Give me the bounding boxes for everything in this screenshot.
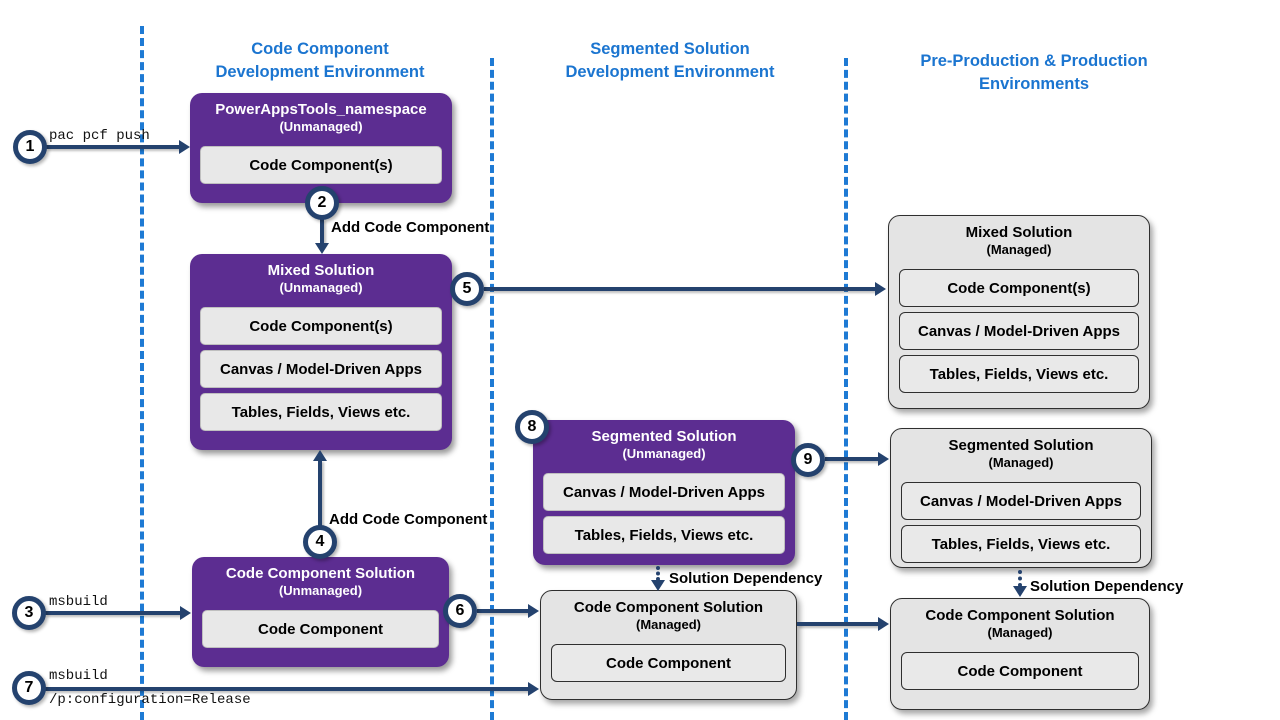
solution-dependency-arrow-right-line: [1018, 570, 1022, 587]
label-pac-pcf-push: pac pcf push: [49, 128, 150, 144]
header-code-component-dev-env: Code Component Development Environment: [170, 38, 470, 84]
solution-dependency-arrow-mid-head: [651, 580, 665, 591]
box-title: Code Component Solution: [225, 565, 416, 582]
box-subtitle: (Unmanaged): [278, 583, 363, 598]
box-item-canvas-model-driven-apps: Canvas / Model-Driven Apps: [543, 473, 785, 511]
solution-dependency-arrow-mid-line: [656, 566, 660, 581]
header-line: Environments: [978, 75, 1090, 93]
box-item-code-components: Code Component(s): [200, 146, 442, 184]
arrow-mid-to-right-managed-head: [878, 617, 889, 631]
column-divider-2: [490, 58, 494, 720]
powerappstools-namespace-box: PowerAppsTools_namespace (Unmanaged) Cod…: [190, 93, 452, 203]
box-title: Segmented Solution: [948, 437, 1094, 454]
box-subtitle: (Managed): [987, 625, 1053, 640]
arrow-step3-head: [180, 606, 191, 620]
label-msbuild-release-line1: msbuild: [49, 668, 108, 684]
arrow-step5-head: [875, 282, 886, 296]
box-item-tables-fields-views: Tables, Fields, Views etc.: [899, 355, 1139, 393]
step-circle-7: 7: [12, 671, 46, 705]
box-subtitle: (Unmanaged): [622, 446, 706, 461]
arrow-step7-head: [528, 682, 539, 696]
box-subtitle: (Managed): [988, 455, 1054, 470]
step-circle-9: 9: [791, 443, 825, 477]
solution-dependency-arrow-right-head: [1013, 586, 1027, 597]
step-circle-3: 3: [12, 596, 46, 630]
box-title: Mixed Solution: [267, 262, 375, 279]
box-item-tables-fields-views: Tables, Fields, Views etc.: [200, 393, 442, 431]
box-item-code-component: Code Component: [202, 610, 439, 648]
arrow-step9-line: [825, 457, 879, 461]
box-item-code-component: Code Component: [551, 644, 786, 682]
box-item-canvas-model-driven-apps: Canvas / Model-Driven Apps: [901, 482, 1141, 520]
arrow-mid-to-right-managed-line: [797, 622, 879, 626]
box-subtitle: (Unmanaged): [279, 280, 363, 295]
step-circle-2: 2: [305, 186, 339, 220]
arrow-step6-head: [528, 604, 539, 618]
arrow-step7-line: [45, 687, 529, 691]
header-line: Segmented Solution: [590, 40, 750, 58]
box-title: PowerAppsTools_namespace: [215, 101, 427, 118]
column-divider-3: [844, 58, 848, 720]
segmented-solution-managed-box: Segmented Solution (Managed) Canvas / Mo…: [890, 428, 1152, 568]
mixed-solution-managed-box: Mixed Solution (Managed) Code Component(…: [888, 215, 1150, 409]
box-item-code-components: Code Component(s): [200, 307, 442, 345]
label-msbuild: msbuild: [49, 594, 108, 610]
step-circle-5: 5: [450, 272, 484, 306]
step-circle-8: 8: [515, 410, 549, 444]
code-component-solution-unmanaged-box: Code Component Solution (Unmanaged) Code…: [192, 557, 449, 667]
arrow-step5-line: [484, 287, 876, 291]
box-title: Code Component Solution: [925, 607, 1115, 624]
header-line: Pre-Production & Production: [920, 52, 1148, 70]
column-divider-1: [140, 26, 144, 720]
code-component-solution-managed-box-middle: Code Component Solution (Managed) Code C…: [540, 590, 797, 700]
label-msbuild-release-line2: /p:configuration=Release: [49, 692, 251, 708]
label-solution-dependency-mid: Solution Dependency: [669, 570, 823, 587]
box-item-code-component: Code Component: [901, 652, 1139, 690]
arrow-step3-line: [45, 611, 181, 615]
arrow-step2-head: [315, 243, 329, 254]
mixed-solution-unmanaged-box: Mixed Solution (Unmanaged) Code Componen…: [190, 254, 452, 450]
box-item-tables-fields-views: Tables, Fields, Views etc.: [543, 516, 785, 554]
label-add-code-component-top: Add Code Component: [331, 219, 490, 236]
label-solution-dependency-right: Solution Dependency: [1030, 578, 1184, 595]
header-line: Development Environment: [565, 63, 775, 81]
header-segmented-solution-dev-env: Segmented Solution Development Environme…: [520, 38, 820, 84]
label-add-code-component-bottom: Add Code Component: [329, 511, 488, 528]
code-component-solution-managed-box-right: Code Component Solution (Managed) Code C…: [890, 598, 1150, 710]
step-circle-4: 4: [303, 525, 337, 559]
box-title: Mixed Solution: [965, 224, 1073, 241]
arrow-step4-line: [318, 460, 322, 526]
arrow-step9-head: [878, 452, 889, 466]
arrow-step4-head: [313, 450, 327, 461]
segmented-solution-unmanaged-box: Segmented Solution (Unmanaged) Canvas / …: [533, 420, 795, 565]
box-item-canvas-model-driven-apps: Canvas / Model-Driven Apps: [200, 350, 442, 388]
box-item-tables-fields-views: Tables, Fields, Views etc.: [901, 525, 1141, 563]
box-title: Code Component Solution: [573, 599, 764, 616]
box-item-code-components: Code Component(s): [899, 269, 1139, 307]
arrow-step2-line: [320, 219, 324, 245]
step-circle-1: 1: [13, 130, 47, 164]
box-subtitle: (Unmanaged): [279, 119, 363, 134]
arrow-step6-line: [477, 609, 529, 613]
box-subtitle: (Managed): [986, 242, 1052, 257]
box-subtitle: (Managed): [636, 617, 701, 632]
header-line: Code Component: [251, 40, 389, 58]
step-circle-6: 6: [443, 594, 477, 628]
header-preprod-prod-env: Pre-Production & Production Environments: [869, 50, 1199, 96]
arrow-step1-head: [179, 140, 190, 154]
box-title: Segmented Solution: [591, 428, 737, 445]
arrow-step1-line: [46, 145, 180, 149]
box-item-canvas-model-driven-apps: Canvas / Model-Driven Apps: [899, 312, 1139, 350]
header-line: Development Environment: [215, 63, 425, 81]
